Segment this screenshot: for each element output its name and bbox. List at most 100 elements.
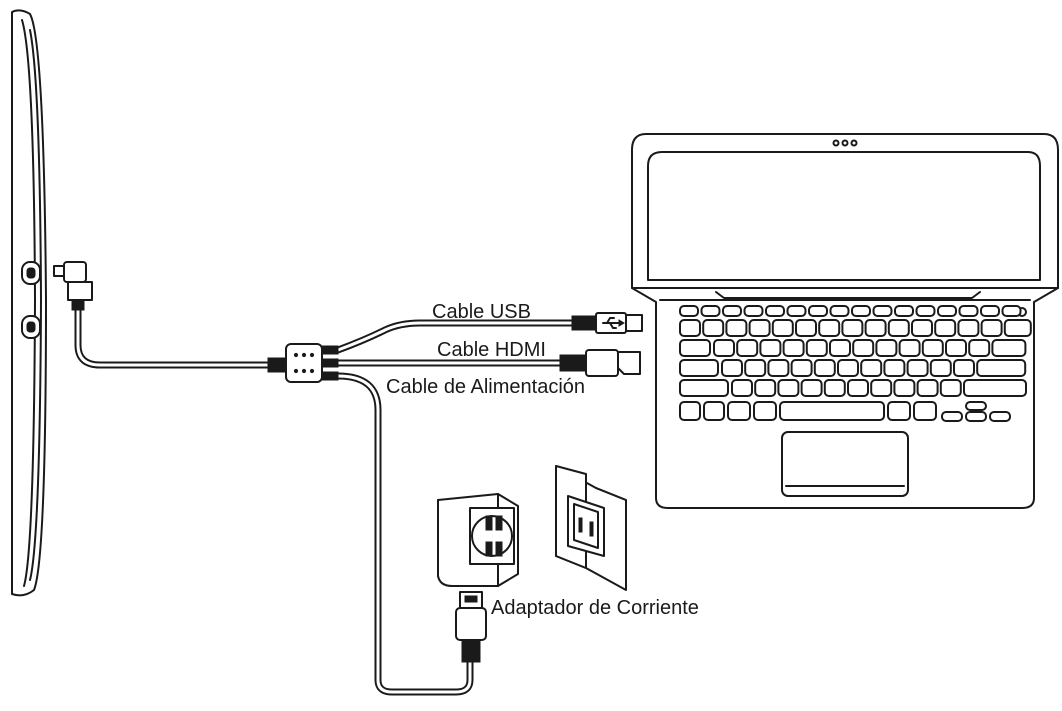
device-port-secondary (21, 315, 41, 339)
keyboard-key (748, 319, 771, 337)
keyboard-key (765, 305, 785, 317)
keyboard-key (893, 379, 916, 397)
keyboard-key (829, 339, 851, 357)
usbc-plug (53, 261, 93, 311)
keyboard-key (679, 305, 699, 317)
keyboard-key (870, 379, 893, 397)
keyboard-key (980, 305, 1000, 317)
keyboard-key (713, 339, 735, 357)
keyboard-key (837, 359, 859, 377)
keyboard-key (898, 339, 921, 357)
keyboard-key (805, 339, 828, 357)
keyboard-key (991, 339, 1027, 357)
keyboard-key (963, 379, 1027, 397)
keyboard-key (744, 359, 767, 377)
power-adapter (437, 493, 519, 587)
keyboard-key (771, 319, 794, 337)
device-port-usbc (21, 261, 41, 285)
keyboard-key (875, 339, 898, 357)
keyboard-key (679, 379, 729, 397)
usb-icon (602, 317, 625, 329)
pen-display (11, 9, 47, 597)
keyboard-key (958, 305, 979, 317)
label-usb-cable: Cable USB (432, 301, 531, 323)
keyboard-key (679, 339, 711, 357)
keyboard-key (894, 305, 914, 317)
keyboard-key (1001, 305, 1022, 317)
keyboard-key (813, 359, 836, 377)
keyboard-key (937, 305, 957, 317)
keyboard-key (872, 305, 893, 317)
keyboard-key (1003, 319, 1032, 337)
keyboard-key (679, 401, 701, 421)
keyboard-key (953, 359, 975, 377)
keyboard-key (722, 305, 742, 317)
keyboard-key (989, 411, 1011, 422)
keyboard-key (679, 319, 701, 337)
keyboard-key (790, 359, 813, 377)
usb-a-plug (571, 312, 643, 334)
keyboard-key (921, 339, 944, 357)
keyboard-key (887, 319, 910, 337)
keyboard-key (968, 339, 991, 357)
laptop-lid (631, 133, 1059, 289)
keyboard-key (945, 339, 967, 357)
keyboard-key (939, 379, 962, 397)
keyboard-key (911, 319, 933, 337)
adapter-usb-plug (455, 591, 487, 663)
keyboard-key (913, 401, 937, 421)
keyboard-key (702, 319, 725, 337)
keyboard-key (864, 319, 887, 337)
keyboard-key (929, 359, 952, 377)
keyboard-key (777, 379, 800, 397)
keyboard-key (934, 319, 957, 337)
cable-trunk (74, 296, 274, 369)
label-power-adapter: Adaptador de Corriente (491, 597, 699, 619)
keyboard-key (847, 379, 869, 397)
keyboard-key (753, 401, 777, 421)
keyboard-key (703, 401, 725, 421)
keyboard-key (980, 319, 1003, 337)
keyboard-key (727, 401, 751, 421)
keyboard-key (725, 319, 748, 337)
keyboard-key (818, 319, 841, 337)
keyboard-key (795, 319, 817, 337)
laptop (631, 133, 1059, 509)
keyboard-key (736, 339, 759, 357)
keyboard-key (823, 379, 846, 397)
keyboard-key (767, 359, 790, 377)
cable-power (334, 372, 474, 696)
keyboard-key (851, 305, 871, 317)
keyboard-key (754, 379, 777, 397)
label-power-cable: Cable de Alimentación (386, 376, 585, 398)
keyboard-key (915, 305, 936, 317)
keyboard-key (852, 339, 875, 357)
keyboard-key (786, 305, 807, 317)
keyboard-key (700, 305, 721, 317)
cable-splitter (267, 343, 339, 383)
keyboard-key (957, 319, 980, 337)
webcam-icon (832, 139, 858, 147)
label-hdmi-cable: Cable HDMI (437, 339, 546, 361)
hdmi-plug (559, 349, 641, 377)
keyboard-key (759, 339, 782, 357)
keyboard-key (965, 411, 987, 422)
keyboard-key (860, 359, 883, 377)
keyboard-key (829, 305, 850, 317)
keyboard-key (721, 359, 743, 377)
keyboard-key (779, 401, 885, 421)
keyboard-key (743, 305, 764, 317)
keyboard-key (731, 379, 753, 397)
wall-outlet-icon (555, 465, 627, 591)
touchpad (781, 431, 909, 497)
keyboard-key (808, 305, 828, 317)
keyboard-key (916, 379, 939, 397)
keyboard-key (782, 339, 805, 357)
keyboard-key (800, 379, 823, 397)
keyboard-key (887, 401, 911, 421)
keyboard-key (965, 401, 987, 411)
keyboard-key (841, 319, 864, 337)
keyboard-key (906, 359, 929, 377)
